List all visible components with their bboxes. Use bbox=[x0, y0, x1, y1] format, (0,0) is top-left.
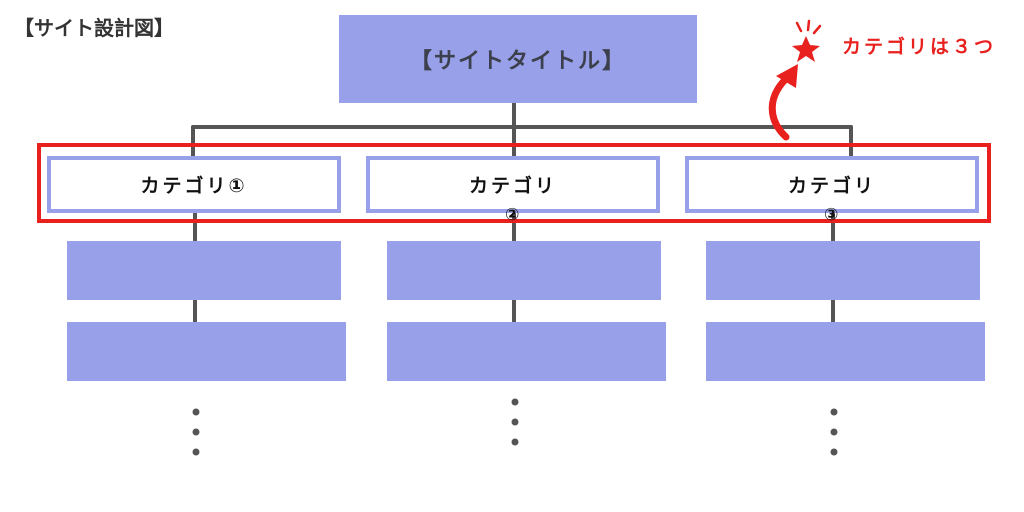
page-box bbox=[706, 322, 985, 381]
site-title-label: 【サイトタイトル】 bbox=[409, 49, 626, 74]
page-box bbox=[67, 322, 346, 381]
category-label: カテゴリ① bbox=[140, 175, 248, 197]
category-box-2: カテゴリ bbox=[366, 156, 660, 213]
diagram-title: 【サイト設計図】 bbox=[14, 16, 174, 40]
category-label: カテゴリ bbox=[468, 175, 557, 197]
category-box-3: カテゴリ bbox=[685, 156, 979, 213]
annotation-text: カテゴリは３つ bbox=[842, 36, 997, 58]
page-box bbox=[387, 322, 666, 381]
categories-highlight-frame bbox=[37, 143, 991, 223]
site-title-box: 【サイトタイトル】 bbox=[339, 15, 697, 103]
category-number: ② bbox=[505, 205, 520, 225]
page-box bbox=[67, 241, 341, 300]
category-number: ③ bbox=[824, 205, 839, 225]
category-label: カテゴリ bbox=[787, 175, 876, 197]
category-box-1: カテゴリ① bbox=[47, 156, 341, 213]
page-box bbox=[706, 241, 980, 300]
page-box bbox=[387, 241, 661, 300]
